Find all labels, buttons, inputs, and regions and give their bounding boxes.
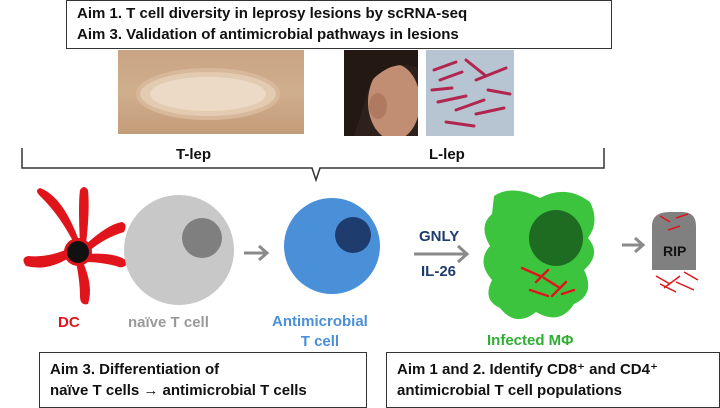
il26-label: IL-26 — [421, 263, 457, 280]
antimicrobial-label-line-2: T cell — [300, 333, 340, 350]
skin-lesion-photo — [118, 50, 304, 134]
skin-lesion-image — [136, 68, 280, 120]
bottom-right-line-2: antimicrobial T cell populations — [397, 382, 623, 399]
rip-label: RIP — [663, 243, 687, 259]
infected-macrophage-icon — [483, 190, 595, 320]
arrow-icon — [622, 236, 646, 254]
patient-face-image — [344, 50, 418, 136]
l-lep-label: L-lep — [429, 146, 465, 163]
antimicrobial-label-line-1: Antimicrobial — [272, 313, 368, 330]
infected-macrophage-label: Infected MΦ — [487, 332, 574, 349]
dc-label: DC — [58, 314, 80, 331]
antimicrobial-t-cell-icon — [284, 198, 380, 294]
bottom-left-line-2: naïve T cells → antimicrobial T cells — [50, 382, 307, 399]
top-aims-line-2: Aim 3. Validation of antimicrobial pathw… — [77, 26, 459, 43]
naive-t-cell-icon — [124, 195, 234, 305]
bacilli-micrograph — [426, 50, 514, 136]
top-aims-line-1: Aim 1. T cell diversity in leprosy lesio… — [77, 5, 468, 22]
bottom-left-aim-box: Aim 3. Differentiation of naïve T cells … — [39, 352, 367, 408]
t-lep-label: T-lep — [176, 146, 212, 163]
bottom-right-line-1: Aim 1 and 2. Identify CD8⁺ and CD4⁺ — [397, 361, 658, 378]
naive-t-cell-label: naïve T cell — [128, 314, 209, 331]
gnly-label: GNLY — [419, 228, 460, 245]
lesion-spectrum-brace — [21, 148, 605, 183]
bottom-right-aim-box: Aim 1 and 2. Identify CD8⁺ and CD4⁺ anti… — [386, 352, 720, 408]
patient-face-photo — [344, 50, 418, 136]
antimicrobial-t-cell-label: Antimicrobial T cell — [272, 312, 368, 352]
dendritic-cell-icon — [23, 187, 128, 305]
effector-arrow-icon — [414, 244, 470, 264]
arrow-icon — [244, 244, 270, 262]
bacilli-micrograph-image — [426, 50, 514, 136]
top-aims-box: Aim 1. T cell diversity in leprosy lesio… — [66, 0, 612, 49]
tombstone-icon — [652, 212, 699, 293]
bottom-left-line-1: Aim 3. Differentiation of — [50, 361, 220, 378]
